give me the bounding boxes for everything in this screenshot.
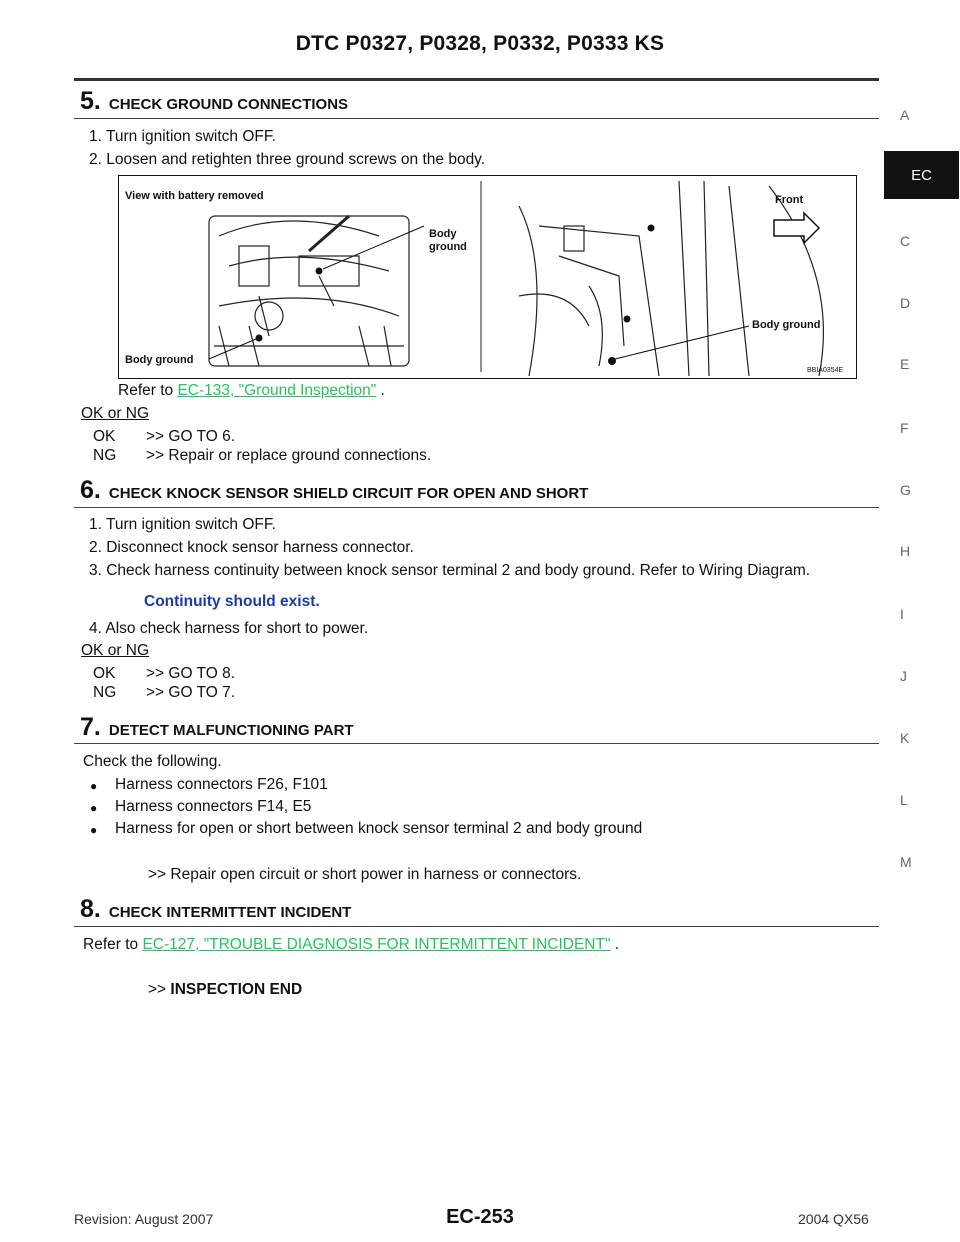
figure-label-view: View with battery removed: [125, 190, 264, 202]
step-item: 1. Turn ignition switch OFF.: [89, 516, 276, 533]
ground-screw-icon: [315, 267, 323, 275]
result-key: OK: [93, 428, 116, 445]
step-title: CHECK GROUND CONNECTIONS: [108, 96, 349, 113]
end-text: INSPECTION END: [170, 981, 303, 998]
step-heading: 5. CHECK GROUND CONNECTIONS: [80, 87, 348, 116]
step-item: 2. Loosen and retighten three ground scr…: [89, 151, 486, 168]
side-index-letter[interactable]: F: [900, 420, 909, 436]
ground-screw-icon: [255, 334, 263, 342]
side-index-letter[interactable]: L: [900, 792, 908, 808]
refer-line: Refer to EC-127, "TROUBLE DIAGNOSIS FOR …: [83, 936, 619, 954]
bullet-icon: ●: [90, 779, 98, 793]
bullet-icon: ●: [90, 823, 98, 837]
side-index-active-tab[interactable]: EC: [884, 151, 959, 199]
revision-text: Revision: August 2007: [74, 1211, 214, 1227]
model-text: 2004 QX56: [798, 1211, 869, 1227]
figure-label-body-ground: Body ground: [752, 319, 821, 331]
ok-ng-label: OK or NG: [81, 405, 150, 422]
continuity-note: Continuity should exist.: [144, 593, 320, 610]
step-number: 8.: [80, 895, 101, 923]
page-number: EC-253: [446, 1206, 514, 1228]
step-heading: 6. CHECK KNOCK SENSOR SHIELD CIRCUIT FOR …: [80, 476, 588, 505]
step-number: 5.: [80, 87, 101, 115]
repair-action: >> Repair open circuit or short power in…: [148, 866, 582, 883]
step-title: CHECK INTERMITTENT INCIDENT: [108, 904, 352, 921]
side-index-letter[interactable]: H: [900, 543, 911, 559]
step-item: 2. Disconnect knock sensor harness conne…: [89, 539, 414, 556]
result-key: OK: [93, 665, 116, 682]
side-index-letter[interactable]: I: [900, 606, 904, 622]
step-rule: [74, 118, 879, 119]
step-title: CHECK KNOCK SENSOR SHIELD CIRCUIT FOR OP…: [108, 485, 589, 502]
result-key: NG: [93, 447, 117, 464]
result-text: >> GO TO 8.: [146, 665, 236, 682]
side-index-letter[interactable]: D: [900, 295, 911, 311]
side-index-letter[interactable]: C: [900, 233, 911, 249]
figure-code: BBIA0354E: [807, 367, 844, 374]
figure-label-body-ground: Body ground: [429, 228, 467, 253]
bullet-icon: ●: [90, 801, 98, 815]
step-rule: [74, 926, 879, 927]
step-number: 7.: [80, 713, 101, 741]
side-index-letter[interactable]: G: [900, 482, 911, 498]
step-heading: 8. CHECK INTERMITTENT INCIDENT: [80, 895, 351, 924]
result-text: >> GO TO 6.: [146, 428, 236, 445]
result-key: NG: [93, 684, 117, 701]
ground-location-figure: View with battery removed Body ground Bo…: [118, 175, 857, 379]
page-title: DTC P0327, P0328, P0332, P0333 KS: [295, 32, 665, 55]
check-intro: Check the following.: [83, 753, 222, 770]
side-index-letter[interactable]: M: [900, 854, 912, 870]
refer-prefix: Refer to: [118, 382, 178, 399]
result-text: >> Repair or replace ground connections.: [146, 447, 432, 464]
intermittent-incident-link[interactable]: EC-127, "TROUBLE DIAGNOSIS FOR INTERMITT…: [142, 936, 611, 953]
side-index-letter[interactable]: A: [900, 107, 910, 123]
step-number: 6.: [80, 476, 101, 504]
result-text: >> GO TO 7.: [146, 684, 236, 701]
figure-label-front: Front: [775, 194, 804, 206]
ground-screw-icon: [608, 357, 616, 365]
refer-prefix: Refer to: [83, 936, 143, 953]
step-rule: [74, 743, 879, 744]
step-rule: [74, 507, 879, 508]
step-item: 1. Turn ignition switch OFF.: [89, 128, 276, 145]
side-index-letter[interactable]: J: [900, 668, 907, 684]
step-item: 4. Also check harness for short to power…: [89, 620, 369, 637]
end-prefix: >>: [148, 981, 171, 998]
front-arrow-icon: [773, 211, 821, 245]
inspection-end: >> INSPECTION END: [148, 981, 302, 999]
step-item: 3. Check harness continuity between knoc…: [89, 562, 811, 579]
ok-ng-label: OK or NG: [81, 642, 150, 659]
check-item: Harness connectors F14, E5: [115, 798, 312, 815]
refer-suffix: .: [610, 936, 620, 953]
ground-inspection-link[interactable]: EC-133, "Ground Inspection": [177, 382, 377, 399]
check-item: Harness connectors F26, F101: [115, 776, 328, 793]
check-item: Harness for open or short between knock …: [115, 820, 643, 837]
title-rule: [74, 78, 879, 81]
engine-bay-illustration: [208, 180, 824, 377]
side-index-letter[interactable]: E: [900, 356, 910, 372]
figure-label-body-ground: Body ground: [125, 354, 194, 366]
ground-screw-icon: [647, 224, 655, 232]
side-index-letter[interactable]: K: [900, 730, 910, 746]
ground-screw-icon: [623, 315, 631, 323]
step-heading: 7. DETECT MALFUNCTIONING PART: [80, 713, 354, 742]
refer-suffix: .: [376, 382, 385, 399]
step-title: DETECT MALFUNCTIONING PART: [108, 722, 354, 739]
refer-line: Refer to EC-133, "Ground Inspection" .: [118, 382, 385, 400]
